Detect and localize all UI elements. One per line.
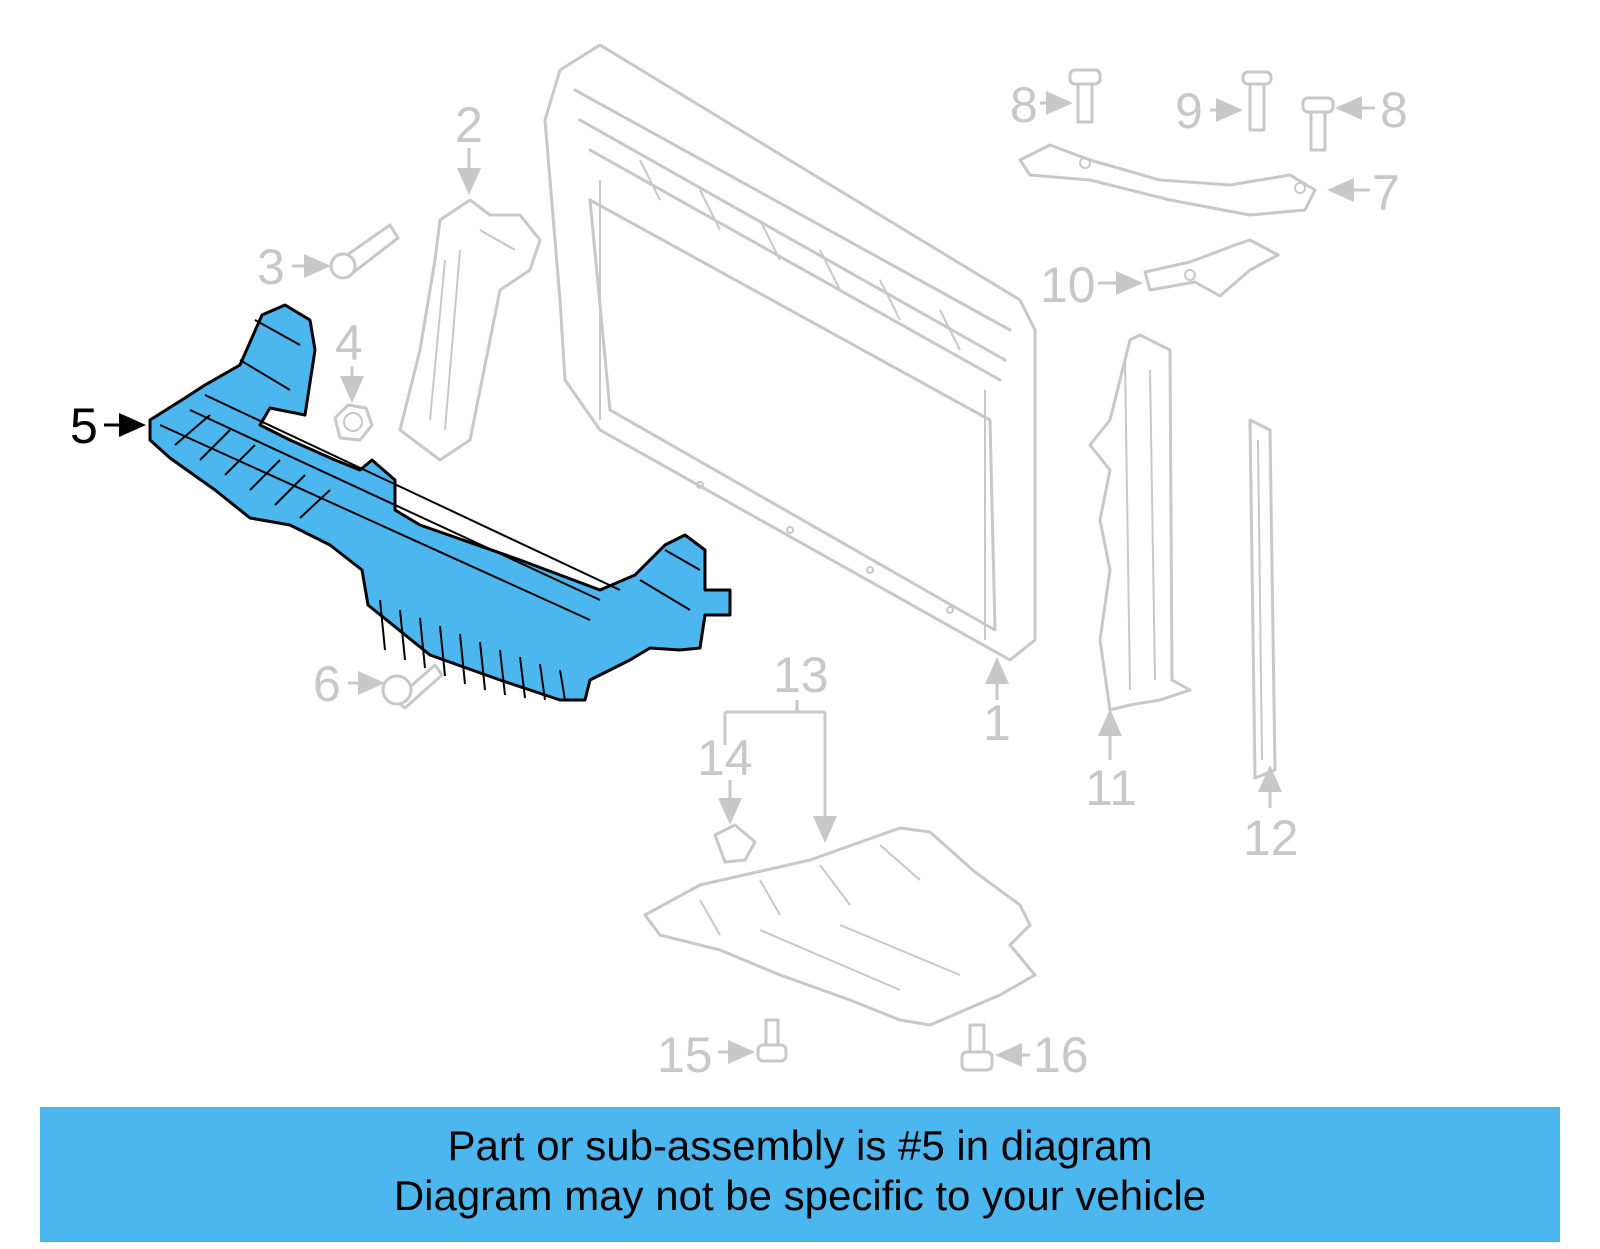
callout-6: 6 [313,656,341,712]
splash-shield-part-13 [643,826,1037,1027]
callout-16: 16 [1033,1027,1089,1083]
clip-part-6 [381,663,444,710]
deflector-part-11 [1088,333,1192,712]
screw-part-8a [1068,68,1102,124]
callout-8b: 8 [1380,82,1408,138]
screw-part-8b [1301,96,1335,152]
callout-13: 13 [773,647,829,703]
callout-14: 14 [697,730,753,786]
radiator-support-part-1 [543,43,1037,662]
callout-9: 9 [1175,83,1203,139]
banner-line-2: Diagram may not be specific to your vehi… [393,1172,1207,1219]
callout-1: 1 [983,695,1011,751]
callout-12: 12 [1243,810,1299,866]
callout-11: 11 [1085,760,1137,816]
seal-part-12 [1248,418,1277,780]
bracket-part-10 [1143,238,1280,298]
callout-2: 2 [455,97,483,153]
callout-8a: 8 [1010,77,1038,133]
banner-line-1: Part or sub-assembly is #5 in diagram [447,1122,1153,1169]
callout-5: 5 [70,398,98,454]
highlighted-part-5 [148,303,732,702]
bracket-part-7 [1018,143,1317,217]
callout-15: 15 [657,1027,713,1083]
callout-3: 3 [257,239,285,295]
clip-part-14 [713,823,757,864]
bracket-part-2 [398,198,542,462]
bolt-part-16 [960,1023,994,1072]
callout-7: 7 [1372,165,1400,221]
callout-4: 4 [335,315,363,371]
bolt-part-9 [1241,70,1273,132]
callout-10: 10 [1040,257,1096,313]
nut-part-4 [333,403,374,442]
info-banner: Part or sub-assembly is #5 in diagram Di… [40,1107,1560,1242]
callout-arrows [104,91,1375,1067]
bolt-part-3 [329,223,400,280]
bolt-part-15 [756,1018,788,1063]
